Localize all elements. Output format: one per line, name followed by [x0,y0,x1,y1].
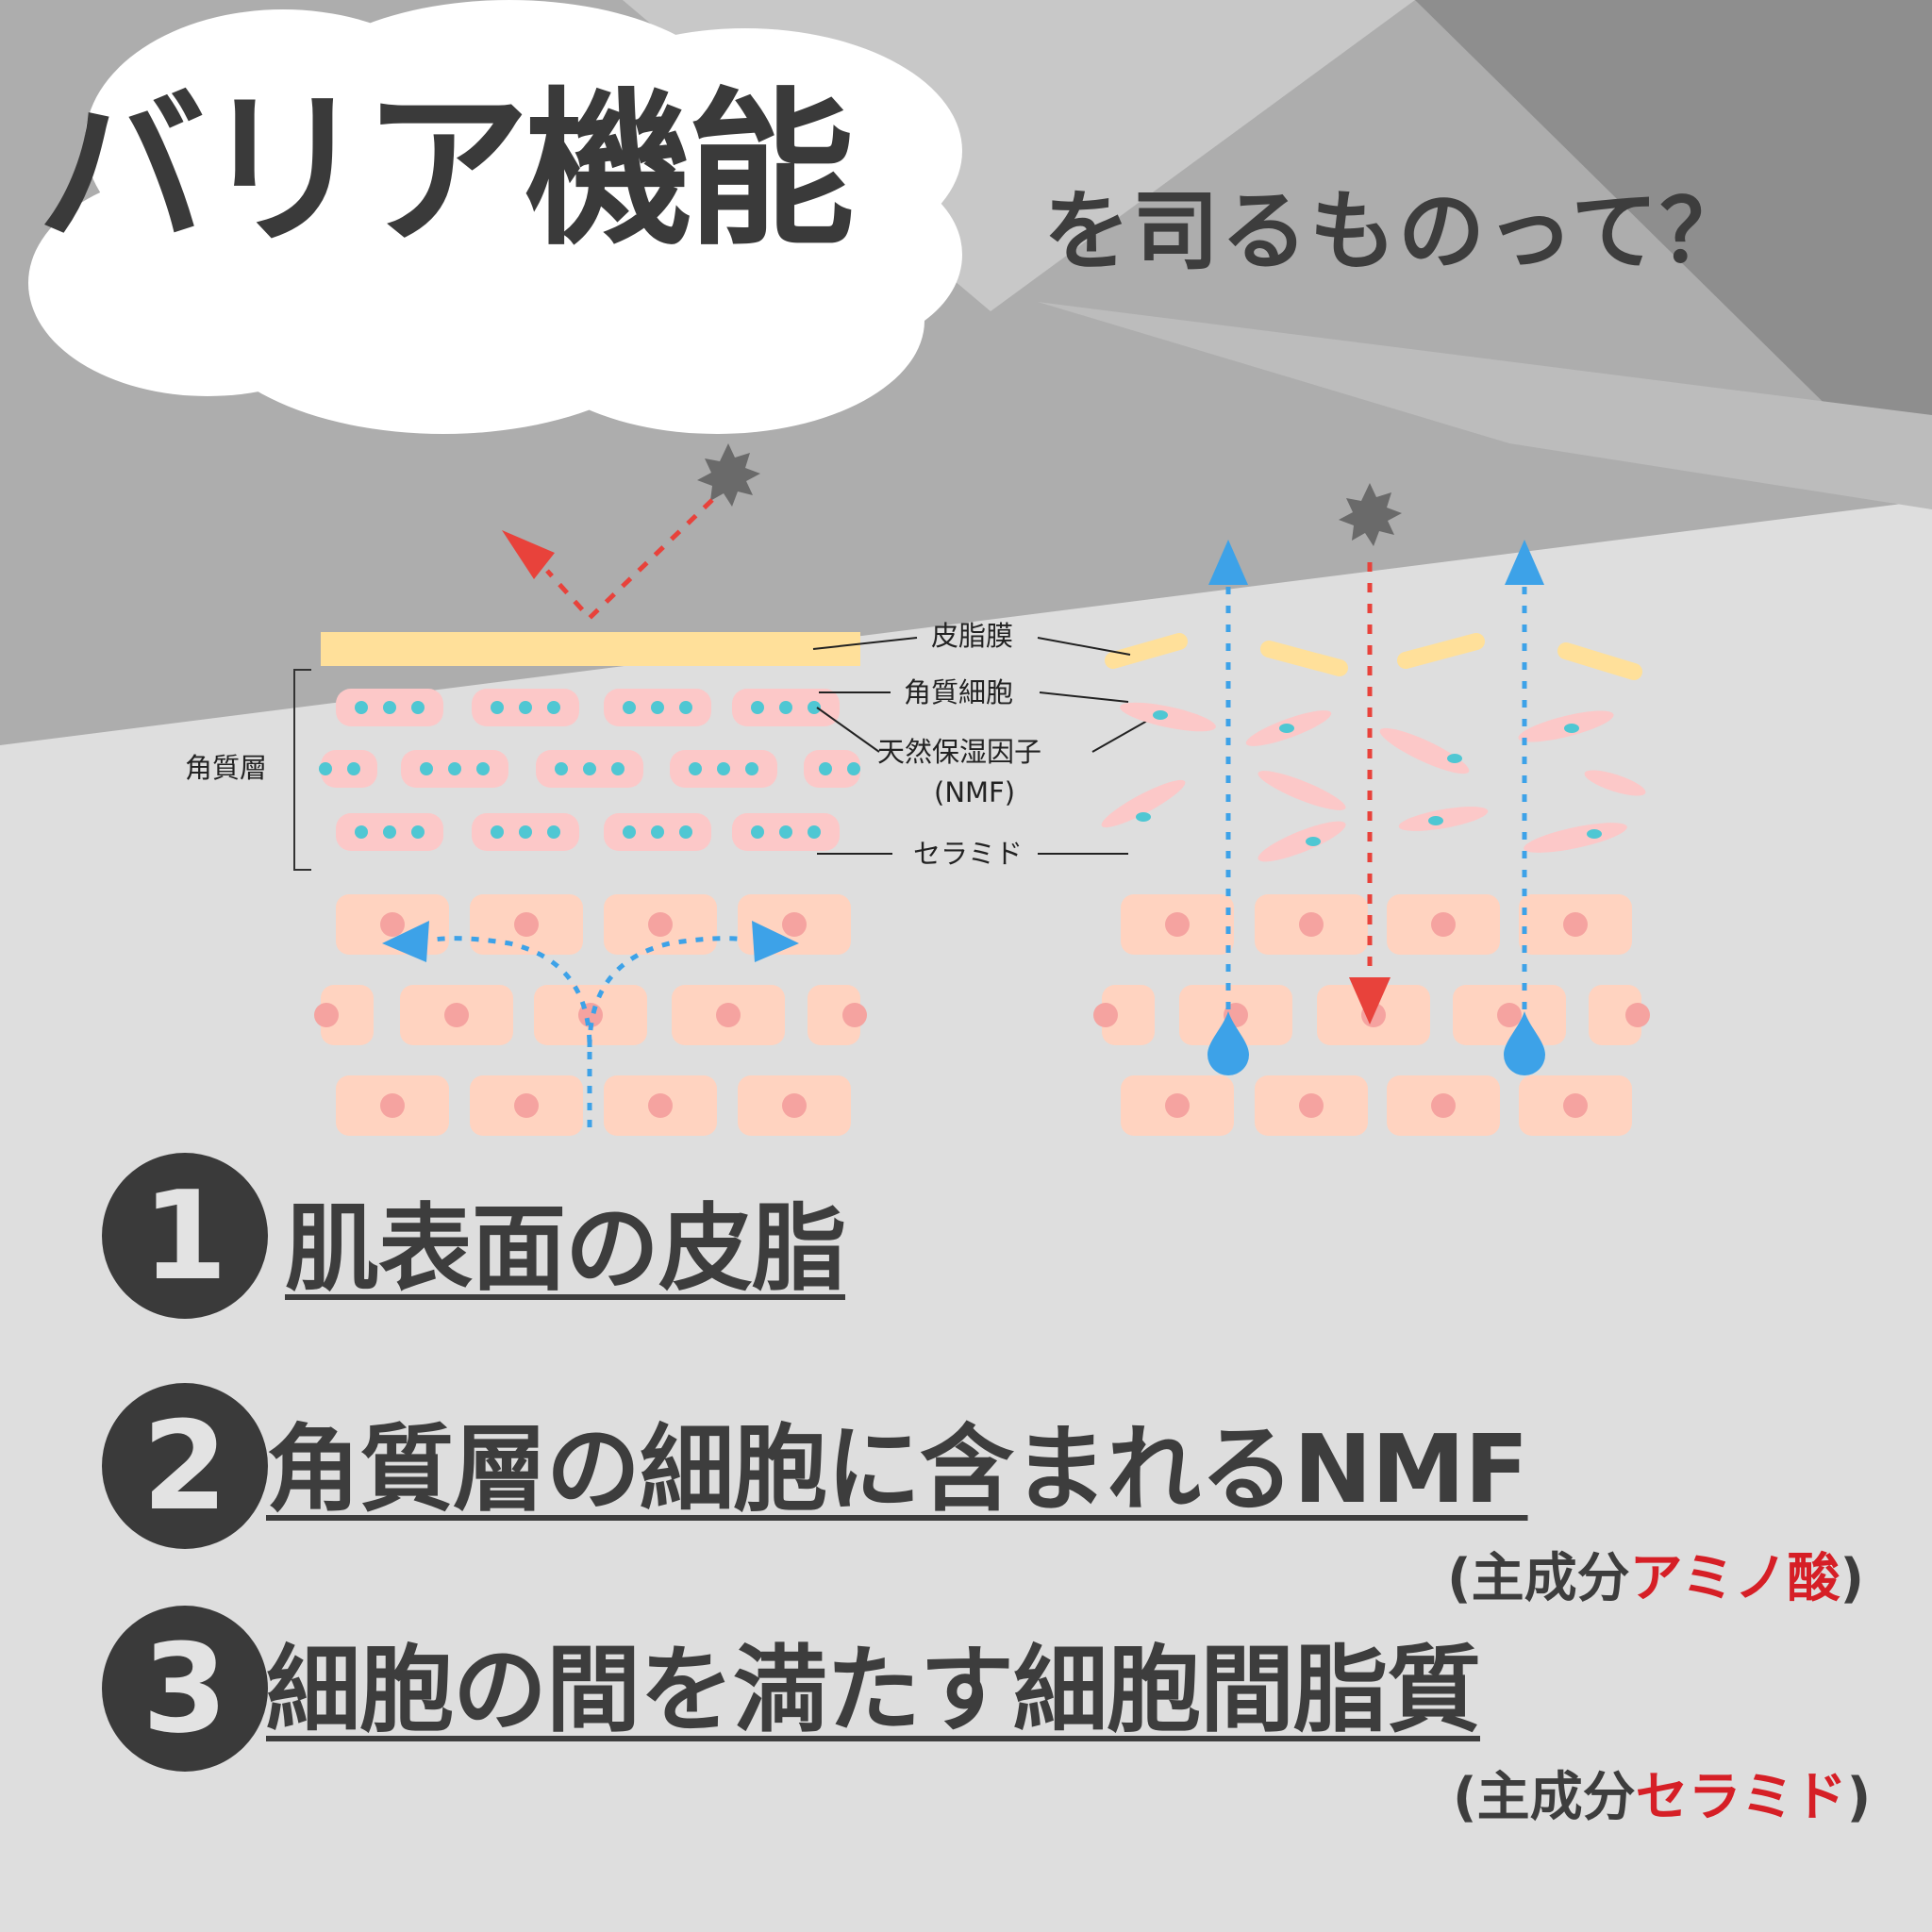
label-nmf-abbr: (NMF) [934,776,1016,808]
label-nmf: 天然保湿因子 [877,736,1042,768]
left-panel [293,443,918,1136]
irritant-star-icon [697,443,760,507]
number-badge-1: 1 [102,1153,268,1319]
sebum-film [321,632,860,666]
moisture-spread-arrows [433,936,746,1127]
right-panel [1037,483,1650,1136]
nmf-dots [319,701,860,839]
water-drop-icon [1504,1011,1545,1075]
water-drop-icon [1208,1011,1249,1075]
note-highlight: アミノ酸 [1629,1548,1840,1609]
red-arrow-head [502,530,555,579]
leader-lines [812,637,918,855]
item-3-note: (主成分セラミド) [1453,1767,1872,1828]
sebum-fragments [1105,633,1642,680]
number-badge-2: 2 [102,1383,268,1549]
note-highlight: セラミド [1635,1767,1847,1828]
living-cells-right [1102,894,1641,1136]
blue-arrow-head-left [382,921,429,962]
item-3-text: 細胞の間を満たす細胞間脂質 [266,1635,1481,1745]
blue-arrow-head-up-left [1208,540,1248,585]
label-ceramide: セラミド [913,838,1024,870]
reflect-arrow-line [545,498,714,622]
blue-arrow-head-right [752,921,799,962]
item-1-text: 肌表面の皮脂 [285,1193,846,1304]
number-badge-3: 3 [102,1606,268,1772]
page-subtitle: を司るものって？ [1043,181,1749,282]
disrupted-corneocytes [1101,702,1646,862]
label-sebum-film: 皮脂膜 [931,620,1014,652]
item-2-text: 角質層の細胞に含まれるNMF [266,1414,1529,1524]
irritant-star-icon [1339,483,1402,546]
nmf-dots-right [1136,710,1602,846]
title-cloud [28,0,962,434]
item-2-note: (主成分アミノ酸) [1447,1548,1865,1609]
red-arrow-head-down [1349,977,1391,1024]
label-stratum-corneum: 角質層 [185,752,268,784]
blue-arrow-head-up-right [1505,540,1544,585]
label-corneocyte: 角質細胞 [904,676,1014,708]
stratum-bracket [293,669,311,871]
page-title: バリア機能 [38,73,855,268]
living-cells [321,894,860,1136]
